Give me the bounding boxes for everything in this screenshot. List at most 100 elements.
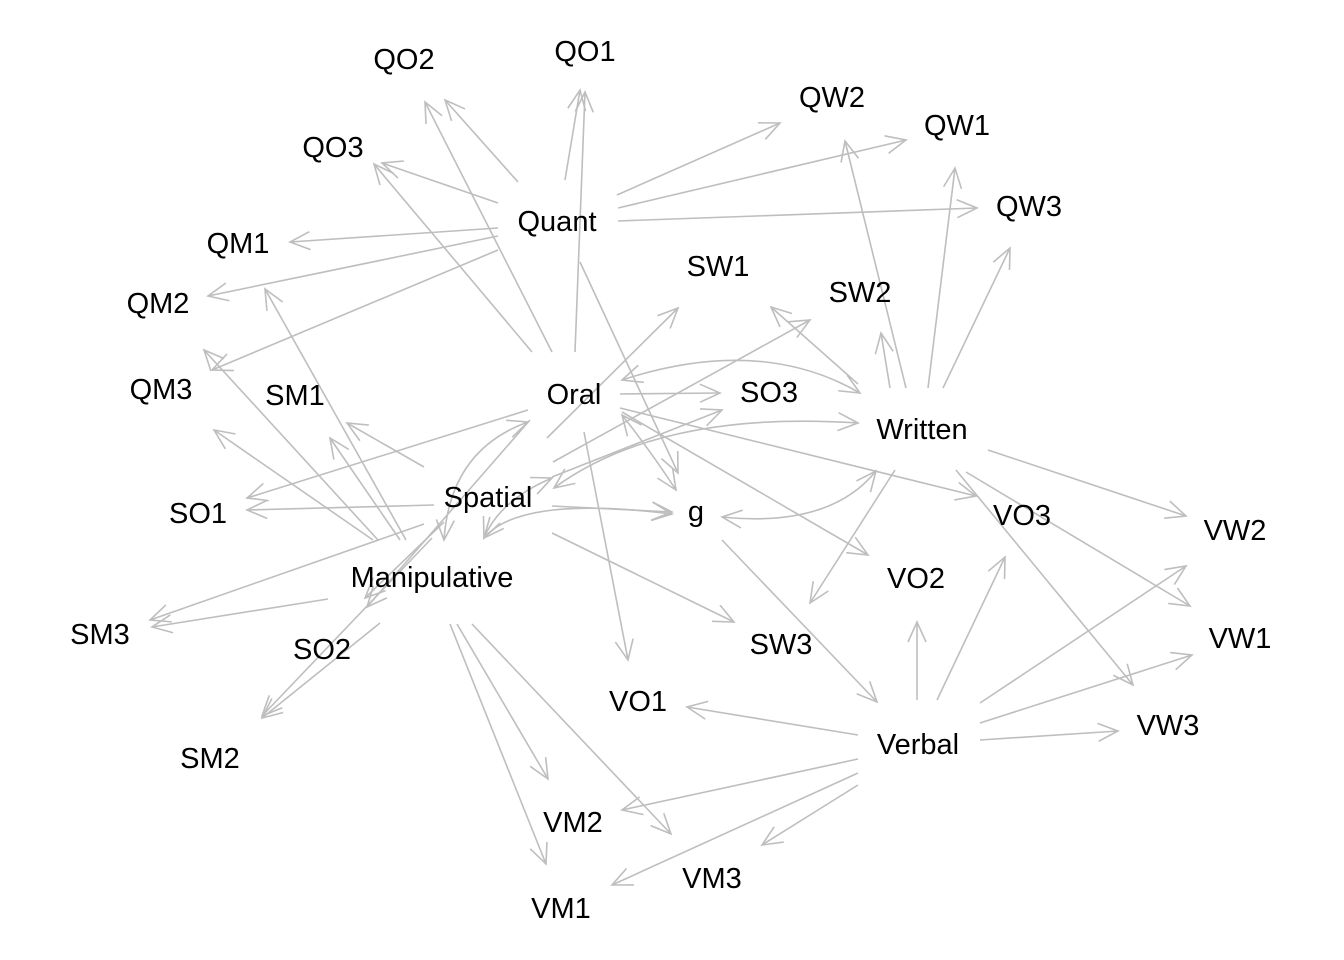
edge-manipulative-to-sm2 <box>260 622 381 720</box>
arrowhead-end <box>567 88 587 112</box>
arrowhead-end <box>884 135 908 154</box>
edge-line <box>965 471 1191 607</box>
edge-line <box>611 772 859 886</box>
arrowhead-end <box>650 813 673 836</box>
edge-written-to-g <box>720 469 878 529</box>
edge-line <box>616 122 781 196</box>
node-so2: SO2 <box>293 634 351 666</box>
edge-quant-to-qw3 <box>617 198 979 222</box>
edge-quant-to-g <box>579 261 679 475</box>
edge-line <box>564 89 581 181</box>
arrowhead-end <box>760 826 784 847</box>
edge-line <box>483 477 553 539</box>
arrowhead-end <box>529 757 549 781</box>
node-vw2: VW2 <box>1204 515 1267 547</box>
edge-line <box>443 421 529 541</box>
arrowhead-end <box>372 162 395 186</box>
arrowhead-end <box>260 698 284 720</box>
edge-written-to-vw1 <box>965 471 1192 608</box>
edge-verbal-to-vw1 <box>979 651 1194 724</box>
node-vw1: VW1 <box>1209 623 1272 655</box>
edge-line <box>424 101 553 353</box>
edge-line <box>346 422 425 468</box>
arrowhead-end <box>212 428 236 450</box>
arrowhead-end <box>650 501 674 522</box>
arrowhead-end <box>657 468 678 492</box>
node-vm3: VM3 <box>682 863 742 895</box>
arrowhead-end <box>846 536 870 556</box>
edges-layer <box>148 88 1194 886</box>
arrowhead-end <box>942 166 963 190</box>
edge-line <box>809 469 896 604</box>
arrowhead-end <box>956 198 979 219</box>
edge-manipulative-to-g <box>482 501 674 540</box>
node-sw3: SW3 <box>750 629 813 661</box>
node-vo1: VO1 <box>609 686 667 718</box>
node-qo1: QO1 <box>554 36 615 68</box>
arrowhead-end <box>992 246 1011 270</box>
edge-line <box>483 507 673 539</box>
node-qm1: QM1 <box>207 228 270 260</box>
arrowhead-end <box>838 374 862 394</box>
arrowhead-end <box>1164 564 1188 585</box>
edge-line <box>261 537 433 717</box>
edge-line <box>289 227 499 243</box>
edge-quant-to-qm2 <box>206 235 499 302</box>
arrowhead-end <box>699 383 722 403</box>
node-qm3: QM3 <box>130 374 193 406</box>
edge-written-to-qw1 <box>927 166 963 389</box>
edge-line <box>955 469 1134 686</box>
arrowhead-end <box>720 509 744 529</box>
arrowhead-end <box>610 867 634 886</box>
edge-line <box>207 235 499 297</box>
arrowhead-end <box>954 481 978 501</box>
edge-line <box>213 429 374 541</box>
arrowhead-start <box>620 364 644 384</box>
edge-spatial-to-oral <box>435 419 530 542</box>
arrowhead-end <box>424 100 443 124</box>
edge-spatial-to-g <box>551 501 674 521</box>
edge-line <box>942 247 1011 389</box>
edge-line <box>449 623 547 865</box>
edge-oral-to-written <box>620 359 862 394</box>
node-verbal: Verbal <box>877 729 959 761</box>
edge-line <box>546 307 679 439</box>
edge-line <box>621 411 869 556</box>
edge-spatial-to-so1 <box>245 499 435 520</box>
arrowhead-end <box>840 139 860 163</box>
node-so3: SO3 <box>740 377 798 409</box>
edge-oral-to-qo3 <box>372 162 533 353</box>
arrowhead-end <box>574 90 594 113</box>
edge-line <box>936 556 1006 701</box>
node-spatial: Spatial <box>444 482 533 514</box>
edge-oral-to-vo1 <box>583 431 634 662</box>
edge-spatial-to-sm2 <box>260 537 433 718</box>
edge-manipulative-to-qm2 <box>202 348 379 541</box>
arrowhead-end <box>769 305 793 328</box>
arrowhead-end <box>700 408 724 427</box>
arrowhead-end <box>620 796 644 816</box>
arrowhead-end <box>837 412 860 432</box>
arrowhead-end <box>712 604 736 623</box>
edge-line <box>583 431 629 661</box>
edge-written-to-vw2 <box>987 449 1188 520</box>
edge-line <box>471 623 672 835</box>
arrowhead-end <box>264 287 284 311</box>
node-quant: Quant <box>518 206 597 238</box>
edge-line <box>381 162 499 204</box>
node-sm1: SM1 <box>265 380 325 412</box>
edge-line <box>617 139 907 209</box>
edge-g-to-verbal <box>721 539 879 704</box>
edge-verbal-to-vo3 <box>936 555 1006 701</box>
node-qo2: QO2 <box>373 44 434 76</box>
edge-spatial-to-sw3 <box>551 532 736 623</box>
edge-line <box>574 91 586 353</box>
edge-line <box>151 598 329 628</box>
node-sm3: SM3 <box>70 619 130 651</box>
arrowhead-end <box>245 499 268 520</box>
arrowhead-end <box>1168 587 1192 608</box>
arrowhead-end <box>788 319 812 339</box>
edge-quant-to-qm1 <box>288 227 499 251</box>
node-vo3: VO3 <box>993 500 1051 532</box>
arrowhead-end <box>660 451 679 475</box>
